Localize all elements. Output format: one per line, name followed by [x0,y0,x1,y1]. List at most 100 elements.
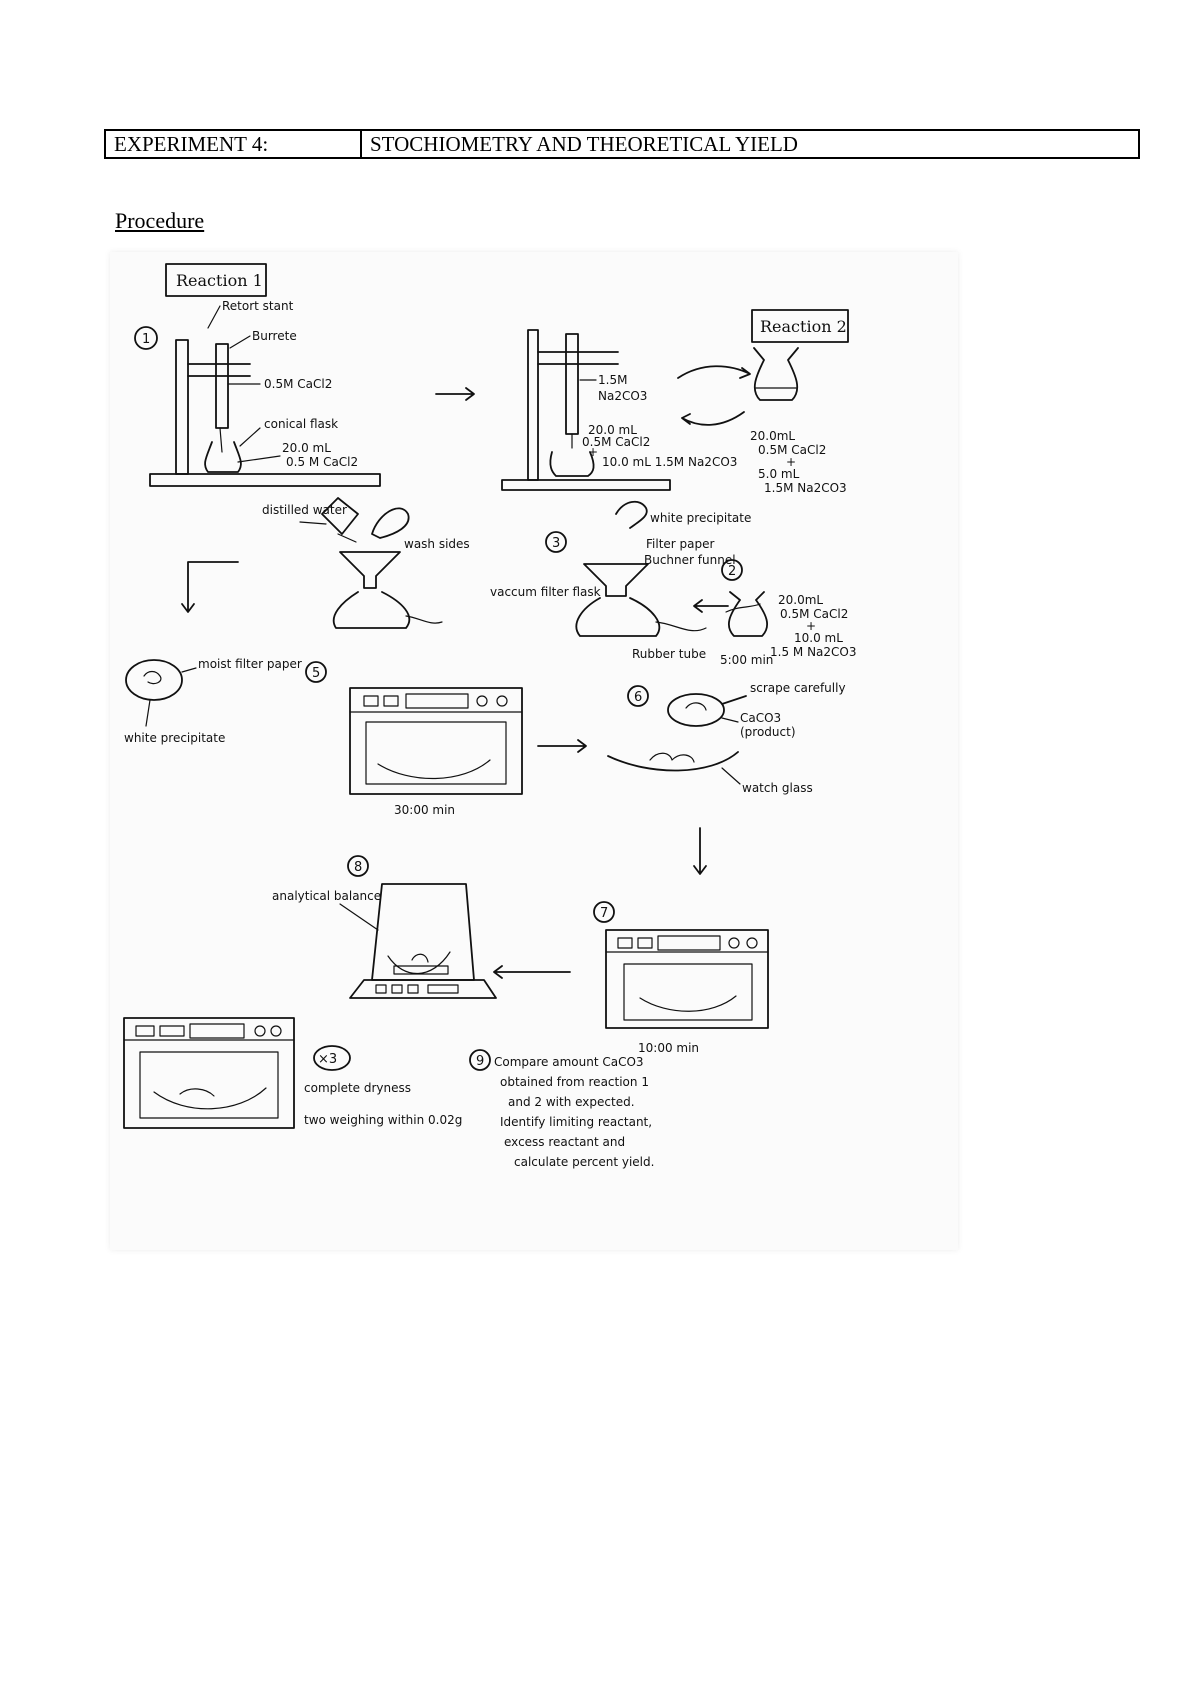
distilled-water-leader [299,521,327,525]
step-9-line-6: calculate percent yield. [514,1155,654,1169]
step-9-line-3: and 2 with expected. [508,1095,635,1109]
repeat-note-2: two weighing within 0.02g [304,1113,462,1127]
step-1-number: 1 [142,332,150,347]
step-9-line-2: obtained from reaction 1 [500,1075,649,1089]
reaction-2-line-2: 0.5M CaCl2 [758,443,826,457]
arrow-to-step-3 [693,599,729,613]
repeat-note-1: complete dryness [304,1081,411,1095]
moist-filter-paper [125,659,183,701]
step-2-line-4: 1.5 M Na2CO3 [770,645,857,659]
analytical-balance [349,883,497,999]
burette-label: Burrete [252,329,297,343]
arrow-to-step-7 [693,827,707,875]
reaction-1-label: Reaction 1 [176,271,263,290]
scrape-label: scrape carefully [750,681,846,695]
caco3-label: CaCO3 [740,711,781,725]
step-9-number: 9 [476,1054,484,1069]
procedure-sketch: Reaction 1 1 Retort stant Burrete 0.5M C… [110,252,958,1250]
step-9-line-5: excess reactant and [504,1135,625,1149]
vacuum-filtration-setup [575,500,707,637]
step-5-time: 30:00 min [394,803,455,817]
step-2-number: 2 [728,564,736,579]
conical-flask-label: conical flask [264,417,338,431]
balance-leader [339,903,379,931]
step-2-marker [721,559,743,581]
titration-mix-plus: + [588,445,598,459]
procedure-heading: Procedure [115,208,205,233]
wash-bottle [321,497,410,543]
reaction-2-flask [753,347,799,401]
oven-step-7 [605,929,769,1029]
step-3-marker [545,531,567,553]
procedure-diagram: Reaction 1 1 Retort stant Burrete 0.5M C… [123,263,857,1169]
retort-stand-label: Retort stant [222,299,294,313]
arrow-to-step-8 [493,965,571,979]
step-8-marker [347,855,369,877]
experiment-title: STOCHIOMETRY AND THEORETICAL YIELD [370,132,798,156]
precipitate-label: white precipitate [650,511,751,525]
step-9-line-1: Compare amount CaCO3 [494,1055,644,1069]
reaction-2-line-4: 1.5M Na2CO3 [764,481,847,495]
moist-filter-paper-leader [181,667,197,673]
watch-glass [607,751,739,772]
step-2-flask [725,591,769,637]
step-8-number: 8 [354,860,362,875]
step-2-line-1: 20.0mL [778,593,823,607]
caco3-leader [721,717,739,723]
reaction-2-label: Reaction 2 [760,317,847,336]
step-7-time: 10:00 min [638,1041,699,1055]
experiment-number: EXPERIMENT 4: [106,131,362,157]
watch-glass-label: watch glass [742,781,813,795]
step-6-number: 6 [634,690,642,705]
repeat-times: ×3 [318,1052,337,1067]
vacuum-flask-label: vaccum filter flask [490,585,601,599]
reaction-1-box [165,263,267,297]
cycle-arrow-left [681,411,745,426]
wash-filter-flask [332,551,443,629]
buchner-funnel-label: Buchner funnel [644,553,736,567]
burette-leader [229,335,251,349]
titration-mix-line-2: 0.5M CaCl2 [582,435,650,449]
reagent-concentration: 1.5M [598,373,627,387]
titration-setup [501,329,671,491]
wash-sides-label: wash sides [404,537,470,551]
cycle-arrow-right [677,365,751,379]
distilled-water-label: distilled water [262,503,347,517]
oven-step-5 [349,687,523,795]
arrow-to-step-6 [537,739,587,753]
retort-stand-setup [149,339,381,487]
step-7-number: 7 [600,906,608,921]
reaction-2-line-3: 5.0 mL [758,467,800,481]
step-5-number: 5 [312,666,320,681]
reaction-2-line-1: 20.0mL [750,429,795,443]
reaction-2-box [751,309,849,343]
step-7-marker [593,901,615,923]
white-precipitate-leader [145,699,151,727]
flask-volume-label: 20.0 mL [282,441,331,455]
experiment-header-table: EXPERIMENT 4: STOCHIOMETRY AND THEORETIC… [104,129,1140,159]
reagent-name: Na2CO3 [598,389,647,403]
step-1-marker [134,326,158,350]
step-3-number: 3 [552,536,560,551]
flask-volume-leader [237,455,281,463]
watch-glass-leader [721,767,741,785]
arrow-to-step-4 [181,561,239,613]
step-2-plus: + [806,619,816,633]
titration-mix-line-3: 10.0 mL 1.5M Na2CO3 [602,455,737,469]
balance-label: analytical balance [272,889,381,903]
filter-paper-label: Filter paper [646,537,715,551]
step-2-line-2: 0.5M CaCl2 [780,607,848,621]
reaction-2-plus: + [786,455,796,469]
step-6-marker [627,685,649,707]
oven-repeat [123,1017,295,1129]
flask-solution-label: 0.5 M CaCl2 [286,455,358,469]
titration-mix-line-1: 20.0 mL [588,423,637,437]
moist-filter-paper-label: moist filter paper [198,657,302,671]
rubber-tube-label: Rubber tube [632,647,706,661]
scraping-dish [667,693,747,727]
retort-stand-leader [207,305,221,329]
step-2-line-3: 10.0 mL [794,631,843,645]
step-9-line-4: Identify limiting reactant, [500,1115,652,1129]
repeat-circle [313,1045,351,1071]
burette-solution-label: 0.5M CaCl2 [264,377,332,391]
